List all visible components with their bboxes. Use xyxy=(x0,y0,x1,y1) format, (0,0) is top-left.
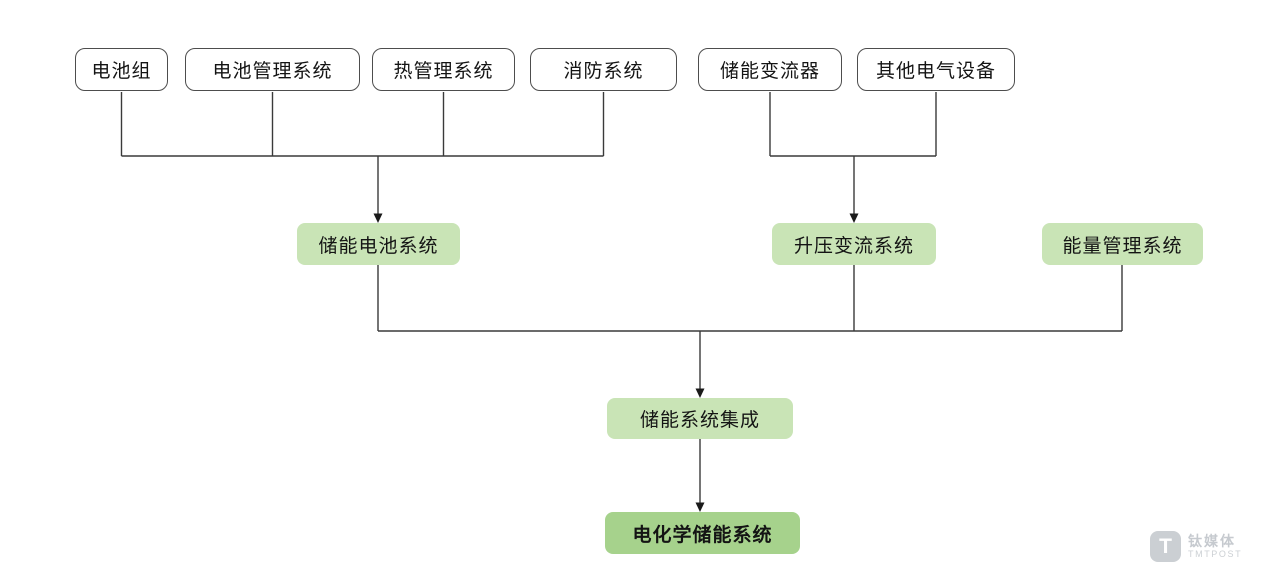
watermark-brand-en: TMTPOST xyxy=(1188,548,1243,559)
tmtpost-watermark: T 钛媒体 TMTPOST xyxy=(1150,531,1242,562)
node-other-electrical: 其他电气设备 xyxy=(857,48,1015,91)
node-ess-battery-system: 储能电池系统 xyxy=(297,223,460,265)
node-boost-converter-system: 升压变流系统 xyxy=(772,223,936,265)
node-ess-integration: 储能系统集成 xyxy=(607,398,793,439)
watermark-brand-cn: 钛媒体 xyxy=(1188,532,1236,549)
node-battery-pack: 电池组 xyxy=(75,48,168,91)
node-fire-protection: 消防系统 xyxy=(530,48,677,91)
node-battery-management: 电池管理系统 xyxy=(185,48,360,91)
node-storage-converter: 储能变流器 xyxy=(698,48,842,91)
tmtpost-logo-icon: T xyxy=(1150,531,1181,562)
node-thermal-management: 热管理系统 xyxy=(372,48,515,91)
node-electrochemical-ess: 电化学储能系统 xyxy=(605,512,800,554)
node-energy-management: 能量管理系统 xyxy=(1042,223,1203,265)
